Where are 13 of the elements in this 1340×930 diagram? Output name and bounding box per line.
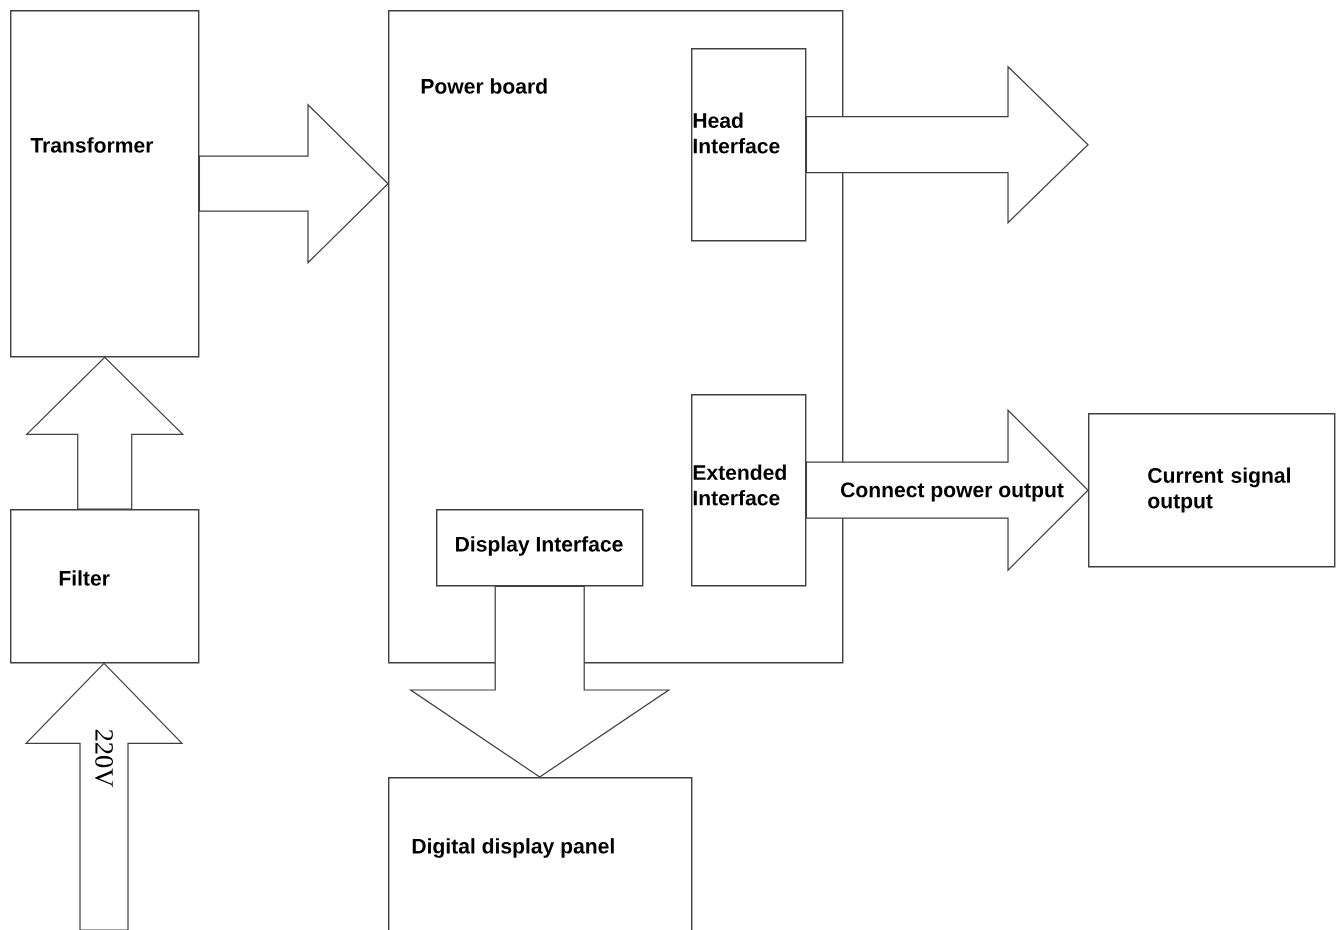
interface-box: Display Interface (436, 509, 644, 587)
interface-box: Extended Interface (691, 394, 807, 587)
block-box: Filter (10, 509, 200, 664)
block-arrow (25, 356, 185, 510)
block-arrow (408, 585, 671, 778)
block-arrow (805, 65, 1089, 225)
edge-label: 220V (93, 726, 115, 790)
block-box: Digital display panel (388, 777, 693, 930)
block-arrow (198, 103, 389, 265)
block-box: Current signal output (1088, 413, 1336, 568)
block-box: Transformer (10, 10, 200, 358)
interface-box: Head Interface (691, 48, 807, 242)
block-arrow (24, 662, 184, 930)
